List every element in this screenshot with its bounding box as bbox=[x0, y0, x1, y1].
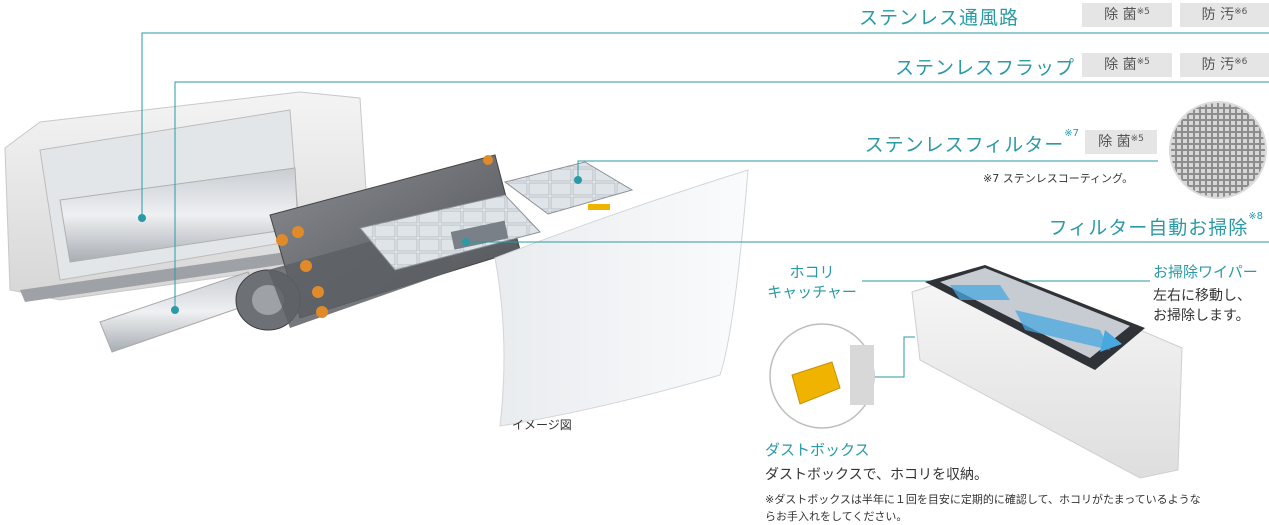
feature-title-autoclean: フィルター自動お掃除※8 bbox=[1048, 211, 1263, 239]
wiper-desc-line1: 左右に移動し、 bbox=[1153, 288, 1251, 304]
badge-antifouling-duct: 防 汚※6 bbox=[1180, 3, 1269, 27]
hokori-catcher-line1: ホコリ bbox=[789, 263, 835, 281]
dustbox-title: ダストボックス bbox=[765, 441, 870, 459]
wiper-title: お掃除ワイパー bbox=[1153, 263, 1258, 281]
indoor-unit-housing bbox=[4, 91, 369, 302]
hokori-catcher-label: ホコリ キャッチャー bbox=[762, 262, 862, 302]
feature-title-filter: ステンレスフィルター※7 bbox=[864, 128, 1079, 156]
image-caption: イメージ図 bbox=[512, 418, 572, 432]
hokori-catcher-line2: キャッチャー bbox=[767, 283, 857, 301]
dustbox-desc: ダストボックスで、ホコリを収納。 bbox=[765, 467, 989, 483]
badge-sterilize-filter: 除 菌※5 bbox=[1085, 130, 1157, 154]
filter-coating-note: ※7 ステンレスコーティング。 bbox=[983, 172, 1134, 185]
dustbox-note-line2: らお手入れをしてください。 bbox=[765, 510, 908, 523]
auto-clean-unit bbox=[911, 265, 1183, 479]
wiper-desc-line2: お掃除します。 bbox=[1153, 308, 1250, 324]
badge-sterilize-duct: 除 菌※5 bbox=[1082, 3, 1172, 27]
badge-antifouling-flap: 防 汚※6 bbox=[1180, 53, 1269, 77]
filter-frame bbox=[359, 161, 634, 271]
badge-sterilize-flap: 除 菌※5 bbox=[1082, 53, 1172, 77]
feature-title-duct: ステンレス通風路 bbox=[858, 7, 1019, 29]
dustbox-note-line1: ※ダストボックスは半年に１回を目安に定期的に確認して、ホコリがたまっているような bbox=[765, 493, 1201, 506]
dustbox-closeup bbox=[769, 323, 875, 429]
feature-title-flap: ステンレスフラップ bbox=[894, 57, 1075, 79]
wiper-block: お掃除ワイパー 左右に移動し、 お掃除します。 bbox=[1153, 262, 1258, 326]
front-panel bbox=[494, 169, 749, 427]
filter-mesh-closeup bbox=[1169, 101, 1267, 199]
